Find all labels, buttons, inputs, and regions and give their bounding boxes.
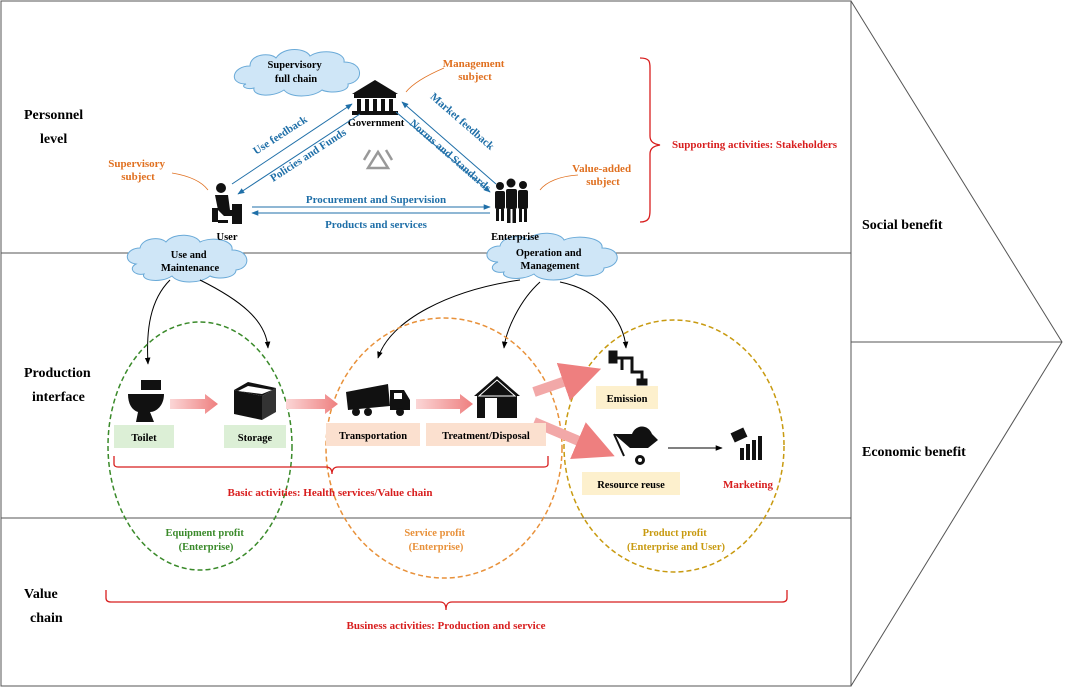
equipment-profit-label: Equipment profit (Enterprise) (166, 528, 247, 553)
cloud-use-maintenance-text: Use and Maintenance (161, 250, 220, 274)
row-label-personnel: Personnel level (24, 108, 87, 147)
supporting-bracket (639, 57, 661, 223)
svg-text:Transportation: Transportation (339, 431, 407, 442)
cloud-supervisory-text: Supervisory full chain (268, 60, 325, 85)
step-transportation: Transportation (326, 423, 420, 446)
step-toilet: Toilet (114, 425, 174, 448)
cloud-use-maintenance: Use and Maintenance (126, 234, 248, 283)
truck-icon (346, 384, 410, 416)
value-added-subject-label: Value-added subject (572, 163, 634, 188)
svg-text:Toilet: Toilet (131, 433, 157, 444)
step-resource-reuse: Resource reuse (582, 472, 680, 495)
products-services-label: Products and services (325, 219, 428, 231)
user-toilet-icon (212, 183, 242, 224)
social-benefit-label: Social benefit (862, 218, 943, 233)
svg-text:Storage: Storage (238, 433, 273, 444)
government-building-icon (352, 80, 398, 115)
money-chart-icon (730, 427, 762, 460)
supervisory-subject-label: Supervisory subject (108, 158, 168, 183)
wheelbarrow-icon (613, 426, 658, 465)
enterprise-label: Enterprise (491, 232, 539, 243)
business-label: Business activities: Production and serv… (346, 620, 545, 632)
arrow-norms-standards (395, 111, 491, 193)
house-icon (474, 376, 520, 418)
service-ellipse (325, 317, 563, 579)
management-curves (144, 279, 629, 365)
marketing-label: Marketing (723, 479, 774, 491)
management-subject-label: Management subject (443, 58, 507, 83)
basic-bracket (113, 456, 549, 475)
business-bracket (105, 590, 788, 611)
svg-text:Resource reuse: Resource reuse (597, 480, 665, 491)
step-storage: Storage (224, 425, 286, 448)
service-profit-label: Service profit (Enterprise) (404, 528, 467, 553)
svg-text:Emission: Emission (607, 394, 648, 405)
supervisory-pointer (171, 172, 209, 191)
step-treatment: Treatment/Disposal (426, 423, 546, 446)
arrow-policies-funds (237, 113, 361, 195)
management-pointer (405, 67, 445, 93)
product-ellipse (563, 319, 785, 573)
row-label-value: Value chain (24, 587, 63, 626)
basic-label: Basic activities: Health services/Value … (228, 487, 433, 499)
recycle-icon (362, 149, 394, 170)
equipment-ellipse (107, 321, 293, 571)
arrow-market-feedback (401, 101, 497, 185)
government-label: Government (348, 118, 405, 129)
emission-pipe-icon (608, 350, 648, 386)
enterprise-people-icon (495, 178, 528, 223)
cloud-operation: Operation and Management (486, 232, 618, 281)
storage-tank-icon (234, 382, 276, 420)
economic-benefit-label: Economic benefit (862, 445, 966, 460)
product-profit-label: Product profit (Enterprise and User) (627, 528, 725, 553)
arrow-use-feedback (231, 103, 353, 185)
cloud-supervisory: Supervisory full chain (234, 49, 360, 97)
value-added-pointer (539, 174, 579, 191)
row-label-production: Production interface (24, 366, 94, 405)
step-emission: Emission (596, 386, 658, 409)
cloud-operation-text: Operation and Management (516, 248, 584, 272)
user-label: User (217, 232, 238, 243)
svg-text:Treatment/Disposal: Treatment/Disposal (442, 431, 530, 442)
toilet-icon (128, 380, 164, 422)
supporting-label: Supporting activities: Stakeholders (672, 139, 838, 151)
procurement-label: Procurement and Supervision (306, 194, 446, 206)
